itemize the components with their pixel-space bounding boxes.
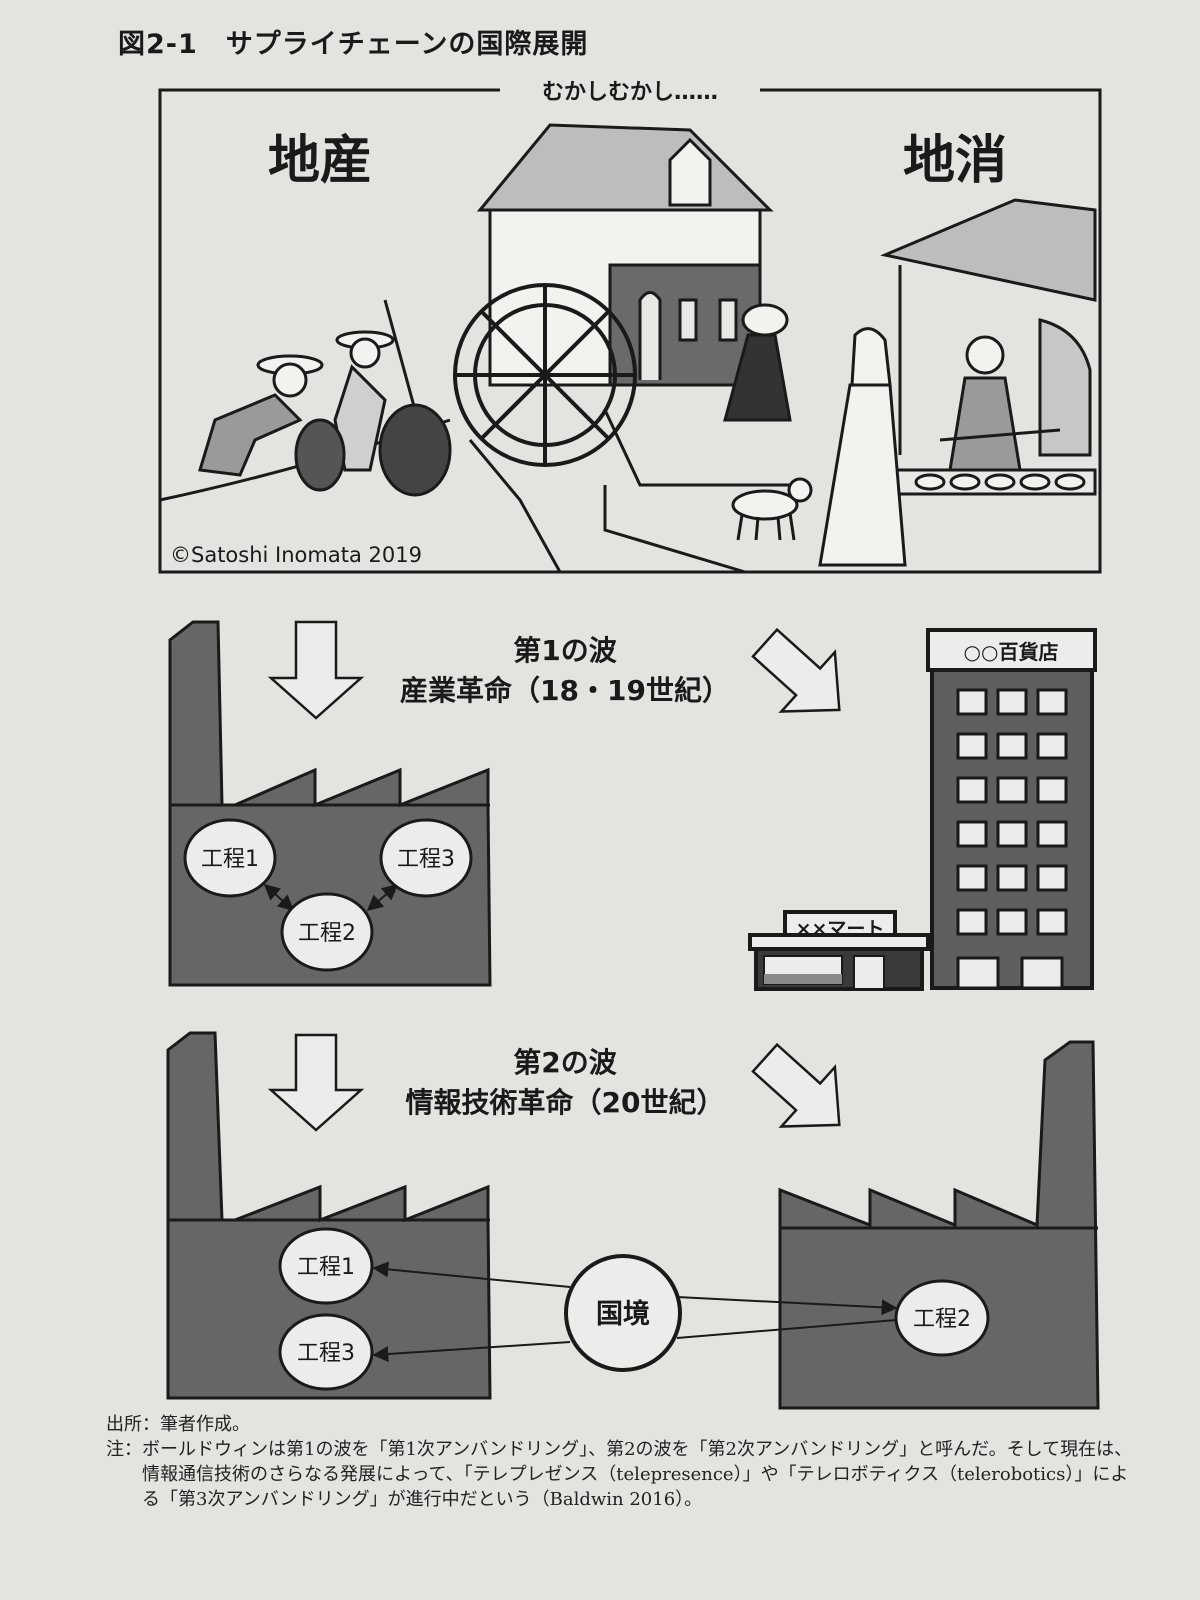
note-head: 注： [106, 1439, 142, 1460]
figure-title: 図2-1 サプライチェーンの国際展開 [118, 29, 589, 60]
store-window [956, 820, 988, 848]
store-window [956, 864, 988, 892]
wave2-diagonal-arrow [751, 1042, 841, 1128]
store-window [956, 908, 988, 936]
border-node: 国境 [564, 1254, 682, 1372]
wave2-section: 工程1 工程3 工程2 国境 第2の波 情報技術革命（20世紀） [166, 1031, 1100, 1410]
bakery-stall-illustration [880, 198, 1097, 496]
wave2-title: 第2の波 [513, 1046, 617, 1079]
department-store-building: ○○百貨店 [926, 628, 1097, 990]
farmer-figures [198, 299, 452, 497]
store-window [1036, 908, 1068, 936]
source-line: 出所： 筆者作成。 [106, 1412, 1141, 1437]
panel-caption: むかしむかし…… [542, 80, 718, 105]
wave1-process-3-label: 工程3 [397, 847, 455, 872]
water-wheel-illustration [453, 283, 637, 467]
wave1-process-2-label: 工程2 [298, 921, 356, 946]
carrier-figure [723, 303, 792, 422]
wave2-down-arrow [267, 1033, 365, 1132]
border-label: 国境 [596, 1299, 650, 1330]
store-window [1036, 688, 1068, 716]
source-head: 出所： [106, 1414, 160, 1435]
department-store-windows [956, 688, 1068, 936]
note-line: 注： ボールドウィンは第1の波を「第1次アンバンドリング」、第2の波を「第2次ア… [106, 1437, 1141, 1512]
wave2-process-2-node: 工程2 [894, 1279, 990, 1357]
wave2-process-3-label: 工程3 [297, 1341, 355, 1366]
local-consumption-label: 地消 [903, 131, 1007, 191]
wave1-subtitle: 産業革命（18・19世紀） [400, 674, 730, 707]
store-window [1036, 864, 1068, 892]
store-window [1036, 776, 1068, 804]
wave1-title: 第1の波 [513, 634, 617, 667]
mill-house-illustration [476, 123, 774, 387]
store-window [996, 776, 1028, 804]
store-window [956, 776, 988, 804]
mart-building: ××マート [748, 910, 930, 991]
wave1-process-links [263, 883, 399, 912]
wave1-diagonal-arrow [751, 627, 841, 713]
local-production-label: 地産 [268, 131, 372, 191]
wave2-process-3-node: 工程3 [278, 1313, 374, 1391]
store-window [996, 864, 1028, 892]
wave2-left-factory [166, 1031, 492, 1400]
store-window [996, 732, 1028, 760]
source-text: 筆者作成。 [160, 1414, 250, 1435]
wave1-process-2-node: 工程2 [280, 892, 374, 972]
department-store-sign: ○○百貨店 [964, 640, 1059, 664]
store-window [956, 732, 988, 760]
figure-notes: 出所： 筆者作成。 注： ボールドウィンは第1の波を「第1次アンバンドリング」、… [106, 1412, 1141, 1512]
wave2-process-links [372, 1261, 898, 1363]
store-window [1036, 820, 1068, 848]
top-illustration-panel: むかしむかし…… 地産 地消 [158, 80, 1102, 574]
woman-figure [818, 327, 907, 567]
wave2-right-factory [778, 1040, 1100, 1410]
wave2-process-2-label: 工程2 [913, 1307, 971, 1332]
store-window [996, 908, 1028, 936]
store-window [996, 688, 1028, 716]
wave2-process-1-label: 工程1 [297, 1255, 355, 1280]
illustration-credit: ©Satoshi Inomata 2019 [170, 543, 422, 567]
dog-figure [731, 477, 813, 541]
wave2-subtitle: 情報技術革命（20世紀） [406, 1086, 725, 1119]
wave1-section: 工程1 工程3 工程2 第1の波 産業革命（18・19世紀） ○○百貨店 × [168, 620, 1097, 991]
store-window [956, 688, 988, 716]
note-text: ボールドウィンは第1の波を「第1次アンバンドリング」、第2の波を「第2次アンバン… [142, 1439, 1133, 1510]
store-window [996, 820, 1028, 848]
wave2-process-1-node: 工程1 [278, 1227, 374, 1305]
wave1-down-arrow [267, 620, 365, 720]
store-window [1036, 732, 1068, 760]
wave1-process-1-node: 工程1 [183, 818, 277, 898]
wave1-process-3-node: 工程3 [379, 818, 473, 898]
wave1-process-1-label: 工程1 [201, 847, 259, 872]
